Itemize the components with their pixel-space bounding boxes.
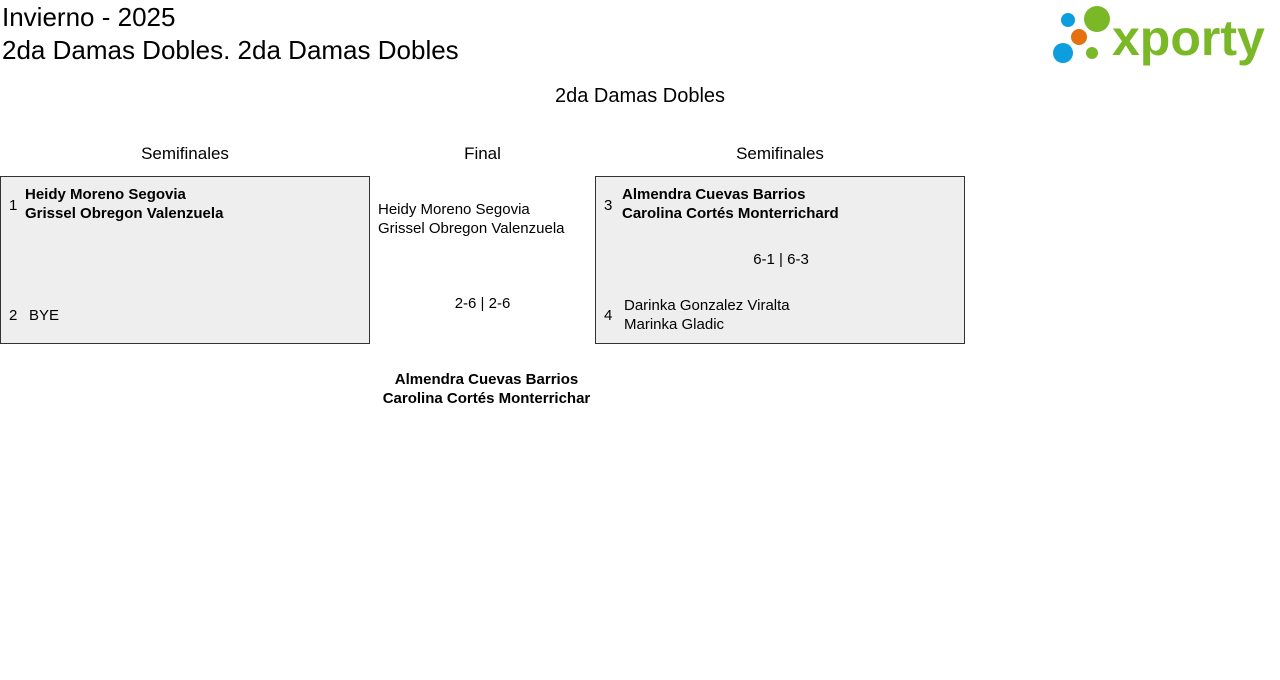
round-header-final: Final [464, 144, 501, 163]
seed: 4 [604, 307, 613, 324]
match-left[interactable]: 1 Heidy Moreno Segovia Grissel Obregon V… [0, 176, 370, 344]
team-b-bye: BYE [29, 307, 60, 324]
team-a-player-1: Almendra Cuevas Barrios [622, 186, 806, 203]
xporty-logo: xporty [1050, 4, 1276, 66]
match-score: 6-1 | 6-3 [753, 251, 809, 268]
seed: 3 [604, 197, 613, 214]
team-a-player-2: Carolina Cortés Monterrichard [622, 205, 839, 222]
logo-text: xporty [1112, 10, 1265, 66]
team-b-player-1: Darinka Gonzalez Viralta [624, 297, 790, 314]
winner-player-2: Carolina Cortés Monterrichar [382, 390, 591, 407]
seed: 2 [9, 307, 18, 324]
team-a-player-1: Heidy Moreno Segovia [25, 186, 186, 203]
seed: 1 [9, 197, 18, 214]
final-team-a-player-1: Heidy Moreno Segovia [378, 201, 530, 218]
final-team-a-player-2: Grissel Obregon Valenzuela [378, 220, 565, 237]
team-b-player-2: Marinka Gladic [624, 316, 725, 333]
final-winner: Almendra Cuevas Barrios Carolina Cortés … [378, 370, 595, 408]
tournament-title: Invierno - 2025 [2, 2, 176, 32]
final-score: 2-6 | 2-6 [454, 295, 511, 312]
category-title: 2da Damas Dobles. 2da Damas Dobles [2, 35, 459, 65]
match-right[interactable]: 3 Almendra Cuevas Barrios Carolina Corté… [595, 176, 965, 344]
winner-player-1: Almendra Cuevas Barrios [394, 371, 579, 388]
round-header-right: Semifinales [736, 144, 824, 163]
team-a-player-2: Grissel Obregon Valenzuela [25, 205, 224, 222]
final-team-a: Heidy Moreno Segovia Grissel Obregon Val… [378, 200, 565, 238]
logo-dots-icon: xporty [1053, 6, 1265, 66]
draw-title: 2da Damas Dobles [554, 85, 726, 107]
round-header-left: Semifinales [141, 144, 229, 163]
